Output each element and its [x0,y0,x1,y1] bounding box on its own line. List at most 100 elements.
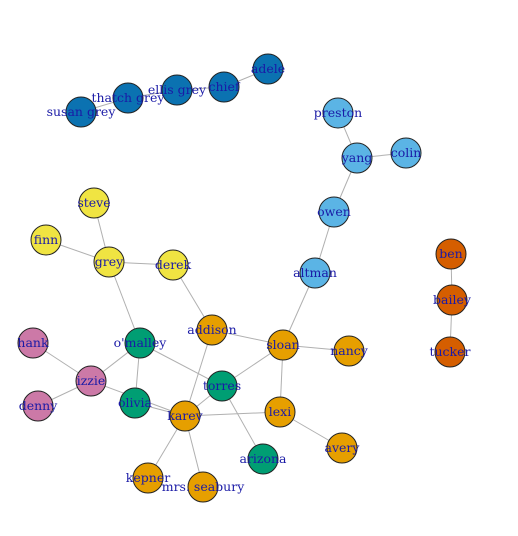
node-label-addison: addison [187,322,236,337]
node-label-seabury: mrs. seabury [162,479,245,494]
node-circle-derek [157,249,189,281]
node-circle-chief [208,71,240,103]
node-circle-steve [78,187,110,219]
node-ben: ben [435,238,467,270]
node-label-torres: torres [203,378,241,393]
node-circle-denny [22,390,54,422]
node-susan: susan grey [47,96,117,128]
node-label-yang: yang [341,150,373,165]
node-circle-kepner [132,462,164,494]
node-circle-lexi [264,396,296,428]
node-label-omalley: o'malley [114,335,168,350]
node-addison: addison [187,314,237,346]
node-omalley: o'malley [114,327,168,359]
node-label-finn: finn [34,232,58,247]
node-circle-hank [17,327,49,359]
node-karev: karev [167,400,204,432]
node-kepner: kepner [126,462,170,494]
node-circle-sloan [267,329,299,361]
node-circle-izzie [75,365,107,397]
node-lexi: lexi [264,396,296,428]
node-adele: adele [251,53,285,85]
node-label-chief: chief [208,79,240,94]
node-circle-ben [435,238,467,270]
edges-layer [32,68,453,488]
node-circle-seabury [187,471,219,503]
node-circle-arizona [247,443,279,475]
node-circle-owen [318,196,350,228]
node-label-denny: denny [19,398,59,413]
node-seabury: mrs. seabury [162,471,245,503]
node-label-ben: ben [439,246,462,261]
node-yang: yang [341,142,373,174]
node-arizona: arizona [239,443,287,475]
node-label-sloan: sloan [266,337,299,352]
node-bailey: bailey [433,284,472,316]
node-izzie: izzie [75,365,107,397]
node-label-grey: grey [95,254,124,269]
node-label-colin: colin [391,145,422,160]
node-chief: chief [208,71,241,103]
node-circle-addison [196,314,228,346]
node-label-hank: hank [17,335,49,350]
node-thatch: thatch grey [91,82,165,114]
node-label-nancy: nancy [330,343,369,358]
node-label-tucker: tucker [429,344,470,359]
node-circle-olivia [119,387,151,419]
node-denny: denny [19,390,59,422]
node-altman: altman [293,257,337,289]
node-label-steve: steve [77,195,110,210]
node-label-thatch: thatch grey [91,90,165,105]
node-label-derek: derek [155,257,192,272]
node-circle-thatch [112,82,144,114]
node-colin: colin [390,137,422,169]
node-derek: derek [155,249,192,281]
node-label-olivia: olivia [118,395,153,410]
node-label-lexi: lexi [269,404,291,419]
node-label-owen: owen [317,204,351,219]
node-circle-torres [206,370,238,402]
node-grey: grey [93,246,125,278]
node-owen: owen [317,196,351,228]
node-circle-preston [322,97,354,129]
node-circle-susan [65,96,97,128]
node-circle-finn [30,224,62,256]
node-circle-colin [390,137,422,169]
edge-karev-lexi [184,411,281,417]
node-steve: steve [77,187,111,219]
node-finn: finn [30,224,62,256]
node-ellis: ellis grey [148,74,207,106]
node-label-kepner: kepner [126,470,170,485]
node-label-izzie: izzie [77,373,106,388]
node-nancy: nancy [330,335,369,367]
node-label-arizona: arizona [239,451,287,466]
node-label-ellis: ellis grey [148,82,207,97]
node-circle-grey [93,246,125,278]
node-label-bailey: bailey [433,292,472,307]
node-avery: avery [325,432,361,464]
node-circle-adele [252,53,284,85]
node-preston: preston [314,97,362,129]
node-circle-altman [299,257,331,289]
node-circle-ellis [161,74,193,106]
node-circle-yang [341,142,373,174]
node-circle-omalley [124,327,156,359]
node-label-karev: karev [167,408,203,423]
node-label-altman: altman [293,265,337,280]
node-olivia: olivia [118,387,153,419]
node-label-avery: avery [325,440,361,455]
node-torres: torres [203,370,241,402]
node-tucker: tucker [429,336,471,368]
node-label-preston: preston [314,105,362,120]
node-hank: hank [17,327,49,359]
node-circle-tucker [434,336,466,368]
node-label-adele: adele [251,61,285,76]
node-circle-nancy [333,335,365,367]
node-sloan: sloan [266,329,300,361]
node-circle-avery [326,432,358,464]
node-circle-bailey [436,284,468,316]
node-circle-karev [169,400,201,432]
node-label-susan: susan grey [47,104,117,119]
